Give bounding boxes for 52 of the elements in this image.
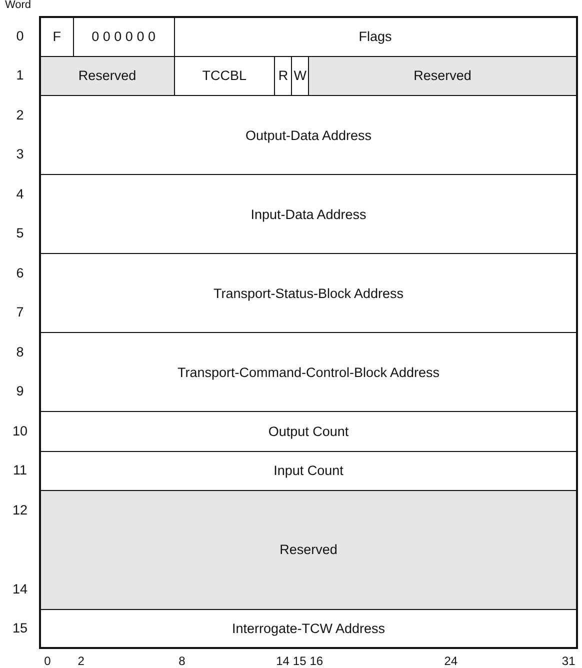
bit-number: 15 — [292, 654, 306, 668]
word-number: 15 — [12, 620, 28, 636]
word-number: 1 — [16, 68, 24, 83]
field-label: Input Count — [274, 463, 344, 478]
register-field — [39, 16, 74, 56]
word-number: 4 — [16, 186, 24, 202]
field-label: Output-Data Address — [245, 128, 372, 142]
register-field — [39, 608, 578, 649]
word-number: 11 — [13, 462, 27, 478]
field-label: Flags — [358, 29, 392, 44]
field-label: Transport-Command-Control-Block Address — [177, 364, 440, 380]
register-field — [174, 16, 578, 56]
word-number: 10 — [12, 423, 28, 438]
word-number: 14 — [12, 581, 28, 596]
bit-number: 16 — [310, 654, 324, 668]
field-label: Interrogate-TCW Address — [232, 620, 386, 636]
word-number: 6 — [16, 265, 24, 280]
word-number: 9 — [16, 384, 24, 399]
register-field — [39, 450, 578, 491]
register-field — [39, 253, 578, 333]
field-label: F — [52, 29, 61, 44]
word-number: 12 — [12, 502, 28, 518]
field-label: Transport-Status-Block Address — [213, 286, 404, 300]
field-label: Reserved — [280, 542, 338, 558]
field-label: Output Count — [268, 424, 349, 439]
axis-title: Word — [4, 0, 32, 11]
field-label: W — [294, 68, 306, 84]
word-number: 2 — [16, 107, 24, 122]
bit-number: 31 — [562, 654, 576, 668]
word-number: 0 — [16, 28, 24, 44]
bit-number: 14 — [276, 654, 290, 668]
field-label: Input-Data Address — [250, 206, 366, 222]
register-field — [39, 174, 578, 254]
word-number: 7 — [16, 304, 24, 320]
reserved-field — [39, 56, 174, 96]
word-number: 8 — [16, 344, 24, 360]
word-number: 5 — [16, 226, 24, 241]
bit-number: 0 — [44, 654, 51, 668]
bit-number: 2 — [78, 654, 84, 668]
reserved-field — [308, 56, 578, 96]
field-label: Reserved — [414, 68, 472, 84]
register-field — [39, 95, 578, 175]
field-label: R — [278, 68, 288, 84]
register-field — [39, 411, 578, 452]
field-label: 0 0 0 0 0 0 — [92, 29, 156, 44]
field-label: TCCBL — [202, 68, 247, 84]
register-field — [39, 332, 578, 412]
bit-number: 8 — [178, 654, 186, 668]
field-label: Reserved — [78, 68, 136, 84]
reserved-field — [39, 490, 578, 610]
word-number: 3 — [16, 146, 24, 162]
bit-number: 24 — [444, 654, 458, 668]
